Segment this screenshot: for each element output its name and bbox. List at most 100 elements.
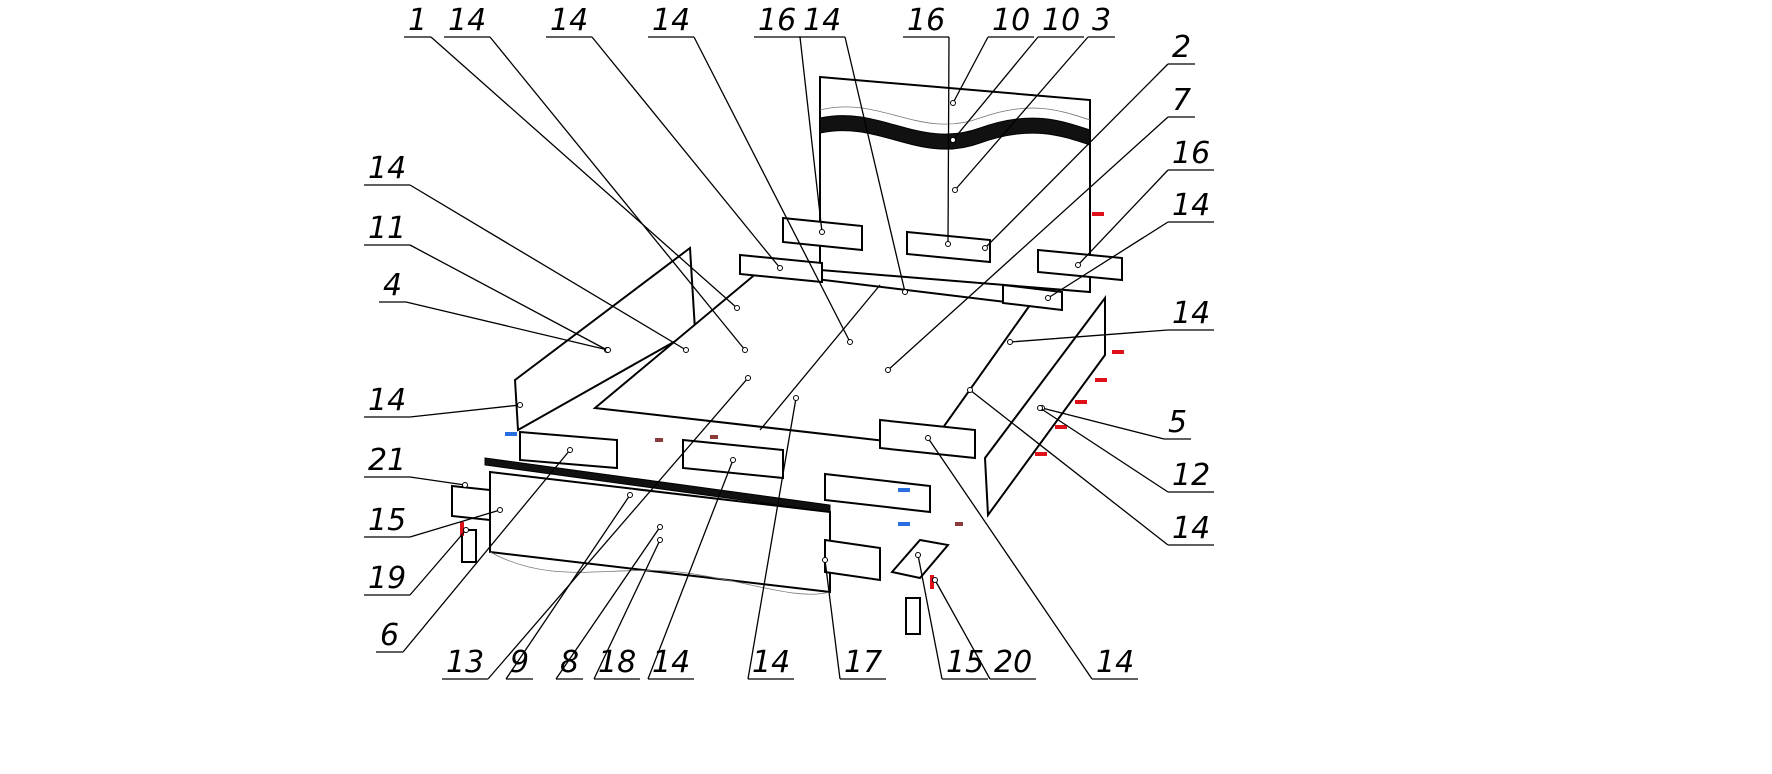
callout-20: 20 bbox=[932, 577, 1036, 680]
callout-1: 1 bbox=[404, 3, 740, 311]
callout-anchor-dot bbox=[1045, 295, 1051, 301]
callout-label: 14 bbox=[652, 3, 690, 38]
callout-label: 1 bbox=[408, 3, 427, 38]
headboard-trim bbox=[819, 115, 1091, 150]
callout-anchor-dot bbox=[902, 289, 908, 295]
callout-7: 7 bbox=[885, 83, 1195, 373]
leg-right bbox=[905, 597, 921, 635]
callout-10: 10 bbox=[950, 3, 1084, 143]
callout-leader bbox=[927, 437, 1093, 680]
callout-16: 16 bbox=[903, 3, 951, 247]
footboard-top-rail bbox=[484, 457, 831, 513]
callout-leader bbox=[409, 184, 687, 351]
callout-label: 14 bbox=[752, 645, 790, 680]
callout-14: 14 bbox=[799, 3, 908, 295]
callout-14: 14 bbox=[747, 395, 799, 680]
callout-label: 14 bbox=[803, 3, 841, 38]
callout-label: 18 bbox=[598, 645, 636, 680]
callout-leader bbox=[747, 397, 797, 680]
headboard-wave bbox=[819, 106, 1091, 125]
callout-6: 6 bbox=[376, 447, 573, 653]
callout-13: 13 bbox=[442, 375, 751, 680]
callout-label: 16 bbox=[907, 3, 945, 38]
callout-label: 21 bbox=[368, 443, 406, 478]
callout-anchor-dot bbox=[745, 375, 751, 381]
callout-leader bbox=[887, 116, 1169, 371]
callout-15: 15 bbox=[915, 552, 988, 680]
callout-anchor-dot bbox=[885, 367, 891, 373]
callout-14: 14 bbox=[364, 383, 523, 418]
bed-parts bbox=[451, 75, 1124, 635]
callout-leader bbox=[934, 579, 991, 680]
callout-8: 8 bbox=[555, 524, 663, 680]
callout-label: 14 bbox=[652, 645, 690, 680]
callout-leader bbox=[402, 449, 571, 653]
callout-21: 21 bbox=[364, 443, 468, 488]
callout-anchor-dot bbox=[605, 347, 611, 353]
callout-label: 14 bbox=[448, 3, 486, 38]
callout-14: 14 bbox=[1045, 188, 1214, 301]
callout-10: 10 bbox=[950, 3, 1034, 106]
callout-5: 5 bbox=[1039, 405, 1191, 440]
callout-label: 14 bbox=[1172, 188, 1210, 223]
leg-left bbox=[461, 529, 477, 563]
callout-leader bbox=[799, 36, 823, 233]
callout-label: 3 bbox=[1092, 3, 1111, 38]
callout-16: 16 bbox=[1075, 136, 1214, 268]
callout-leader bbox=[591, 36, 781, 269]
callout-label: 14 bbox=[368, 151, 406, 186]
callout-label: 14 bbox=[550, 3, 588, 38]
callout-leader bbox=[952, 36, 989, 104]
callout-anchor-dot bbox=[657, 524, 663, 530]
corner-bracket-right bbox=[890, 538, 950, 580]
callout-18: 18 bbox=[593, 537, 663, 680]
callout-label: 7 bbox=[1172, 83, 1191, 118]
callout-label: 15 bbox=[368, 503, 406, 538]
callout-14: 14 bbox=[647, 457, 736, 680]
callout-anchor-dot bbox=[925, 435, 931, 441]
callout-label: 4 bbox=[383, 268, 402, 303]
callout-anchor-dot bbox=[517, 402, 523, 408]
callout-label: 6 bbox=[380, 618, 399, 653]
callout-label: 10 bbox=[992, 3, 1030, 38]
callout-label: 2 bbox=[1172, 30, 1191, 65]
callout-leader bbox=[409, 404, 521, 418]
callout-leader bbox=[917, 554, 943, 680]
callout-14: 14 bbox=[648, 3, 853, 345]
callout-label: 5 bbox=[1168, 405, 1187, 440]
callout-12: 12 bbox=[1037, 405, 1214, 493]
platform-joint bbox=[759, 284, 881, 431]
callout-leader bbox=[409, 509, 501, 538]
callout-leader bbox=[409, 244, 608, 351]
callout-leader bbox=[1047, 221, 1169, 299]
callout-anchor-dot bbox=[847, 339, 853, 345]
callout-label: 14 bbox=[368, 383, 406, 418]
callout-label: 14 bbox=[1096, 645, 1134, 680]
callout-anchor-dot bbox=[683, 347, 689, 353]
callout-anchor-dot bbox=[915, 552, 921, 558]
callout-label: 17 bbox=[844, 645, 882, 680]
callout-anchor-dot bbox=[967, 387, 973, 393]
callout-label: 15 bbox=[946, 645, 984, 680]
callout-anchor-dot bbox=[945, 241, 951, 247]
callout-anchor-dot bbox=[657, 537, 663, 543]
callout-leader bbox=[409, 529, 467, 596]
callout-label: 20 bbox=[994, 645, 1032, 680]
callout-label: 10 bbox=[1042, 3, 1080, 38]
right-side-rail bbox=[983, 295, 1106, 518]
callout-leader bbox=[984, 63, 1169, 249]
callout-label: 9 bbox=[510, 645, 529, 680]
callout-leader bbox=[1041, 407, 1165, 440]
callout-anchor-dot bbox=[462, 482, 468, 488]
callout-label: 16 bbox=[1172, 136, 1210, 171]
callout-leader bbox=[489, 36, 746, 351]
callout-leader bbox=[954, 36, 1089, 191]
callout-leader bbox=[647, 459, 734, 680]
callout-14: 14 bbox=[925, 435, 1138, 680]
callout-label: 13 bbox=[446, 645, 484, 680]
callout-3: 3 bbox=[952, 3, 1115, 193]
callout-leader bbox=[844, 36, 906, 293]
callout-label: 12 bbox=[1172, 458, 1210, 493]
